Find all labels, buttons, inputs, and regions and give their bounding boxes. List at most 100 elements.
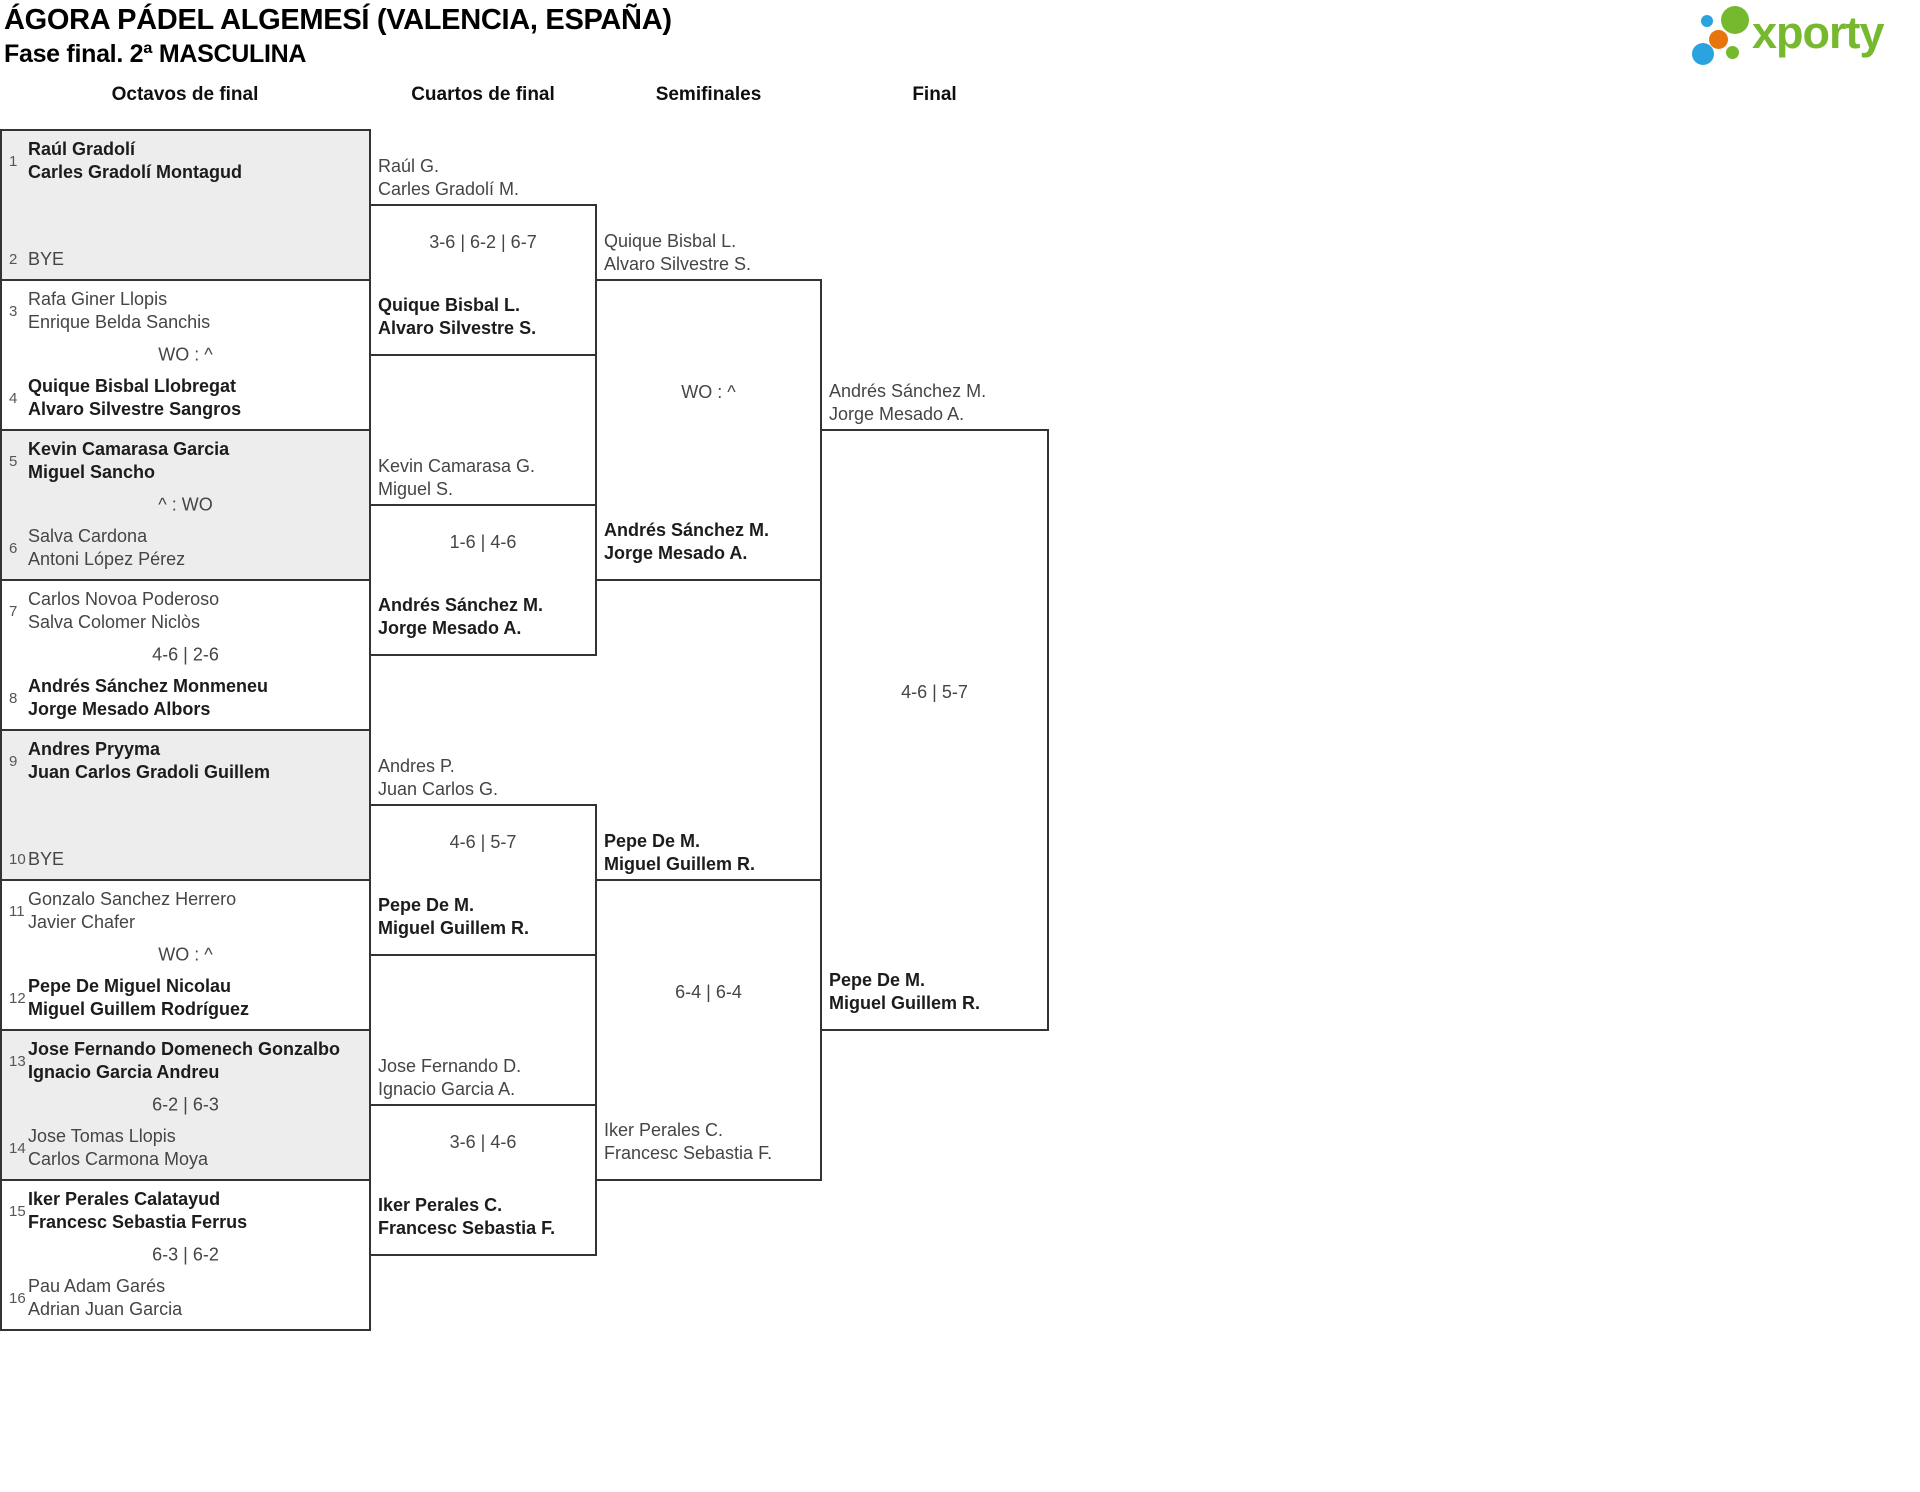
team-name-line: Miguel Guillem R. bbox=[604, 854, 756, 874]
team-name-line: Juan Carlos Gradoli Guillem bbox=[28, 762, 271, 782]
round-header-final: Final bbox=[912, 84, 957, 105]
team-name-line: Andrés Sánchez M. bbox=[604, 520, 770, 540]
team-name-line: Rafa Giner Llopis bbox=[28, 289, 168, 309]
match-cuartos-2: Kevin Camarasa G. Miguel S. Andrés Sánchez… bbox=[369, 456, 597, 656]
match-semifinales-2: Pepe De M.Miguel Guillem R.Iker Perales … bbox=[595, 831, 822, 1181]
seed-number: 9 bbox=[9, 752, 18, 770]
team-name-line: Pepe De M. bbox=[378, 895, 475, 915]
team-name-line: Miguel S. bbox=[378, 479, 454, 499]
seed-number: 13 bbox=[9, 1052, 26, 1070]
team-name-line: Carlos Carmona Moya bbox=[28, 1149, 209, 1169]
match-score: ^ : WO bbox=[158, 494, 213, 515]
team-name-line: Jorge Mesado A. bbox=[378, 618, 522, 638]
team-name-line: Alvaro Silvestre Sangros bbox=[28, 399, 242, 419]
team-name-line: Andres P. bbox=[378, 756, 455, 776]
seed-number: 8 bbox=[9, 689, 18, 707]
match-score: WO : ^ bbox=[158, 344, 213, 365]
team-name-line: Carles Gradolí Montagud bbox=[28, 162, 243, 182]
logo-dot-icon bbox=[1692, 43, 1714, 65]
seed-number: 3 bbox=[9, 302, 18, 320]
team-entry: Pepe De M.Miguel Guillem R. bbox=[829, 969, 980, 1015]
team-name-line: Andres Pryyma bbox=[28, 739, 161, 759]
seed-number: 4 bbox=[9, 389, 18, 407]
seed-number: 5 bbox=[9, 452, 18, 470]
match-cuartos-4: Jose Fernando D.Ignacio Garcia A. Iker Pe… bbox=[369, 1056, 597, 1256]
team-entry: Jose Fernando D.Ignacio Garcia A. bbox=[378, 1055, 521, 1101]
team-name-line: Iker Perales C. bbox=[378, 1195, 503, 1215]
match-final-1: Andrés Sánchez M.Jorge Mesado A.Pepe De … bbox=[820, 381, 1049, 1031]
seed-number: 11 bbox=[9, 902, 25, 920]
page-subtitle: Fase final. 2ª MASCULINA bbox=[4, 40, 307, 68]
team-entry: Iker Perales C.Francesc Sebastia F. bbox=[378, 1194, 555, 1240]
match-score: 6-4 | 6-4 bbox=[675, 982, 742, 1002]
team-name-line: Raúl G. bbox=[378, 156, 440, 176]
team-name-line: Kevin Camarasa Garcia bbox=[28, 439, 230, 459]
team-name-line: Javier Chafer bbox=[28, 912, 136, 932]
team-name-line: Antoni López Pérez bbox=[28, 549, 186, 569]
team-name-line: Andrés Sánchez M. bbox=[829, 381, 987, 401]
seed-number: 2 bbox=[9, 251, 18, 268]
team-name-line: Andrés Sánchez M. bbox=[378, 595, 544, 615]
team-entry: Pepe De M. Miguel Guillem R. bbox=[604, 830, 755, 876]
team-name-line: BYE bbox=[28, 849, 65, 869]
team-entry: Raúl G. Carles Gradolí M. bbox=[378, 155, 519, 201]
team-name-line: Jorge Mesado A. bbox=[604, 543, 748, 563]
page-title: ÁGORA PÁDEL ALGEMESÍ (VALENCIA, ESPAÑA) bbox=[4, 4, 672, 36]
seed-number: 1 bbox=[9, 152, 18, 170]
logo-text: xporty bbox=[1752, 7, 1885, 58]
team-name-line: Quique Bisbal L. bbox=[378, 295, 521, 315]
team-name-line: BYE bbox=[28, 249, 65, 269]
xporty-logo[interactable]: xporty bbox=[1690, 6, 1918, 70]
team-entry: Andres P. Juan Carlos G. bbox=[378, 755, 498, 801]
team-name-line: Adrian Juan Garcia bbox=[28, 1299, 183, 1319]
team-name-line: Pepe De M. bbox=[604, 831, 701, 851]
team-name-line: Miguel Sancho bbox=[28, 462, 156, 482]
seed-number: 6 bbox=[9, 539, 18, 557]
match-score: 6-3 | 6-2 bbox=[152, 1244, 219, 1265]
match-score: WO : ^ bbox=[681, 382, 736, 402]
team-name-line: Ignacio Garcia Andreu bbox=[28, 1062, 220, 1082]
team-name-line: Quique Bisbal Llobregat bbox=[28, 376, 237, 396]
team-entry: 2 BYE bbox=[9, 248, 365, 271]
team-name-line: Juan Carlos G. bbox=[378, 779, 499, 799]
team-name-line: Carles Gradolí M. bbox=[378, 179, 520, 199]
logo-dot-icon bbox=[1701, 15, 1713, 27]
team-name-line: Ignacio Garcia A. bbox=[378, 1079, 516, 1099]
team-entry: Quique Bisbal L.Alvaro Silvestre S. bbox=[378, 294, 536, 340]
match-score: WO : ^ bbox=[158, 944, 213, 965]
team-name-line: Kevin Camarasa G. bbox=[378, 456, 536, 476]
team-name-line: Francesc Sebastia Ferrus bbox=[28, 1212, 248, 1232]
logo-dot-icon bbox=[1721, 6, 1749, 34]
team-name-line: Quique Bisbal L. bbox=[604, 231, 737, 251]
match-score: 4-6 | 5-7 bbox=[901, 682, 968, 702]
team-name-line: Pepe De Miguel Nicolau bbox=[28, 976, 232, 996]
match-score: 3-6 | 6-2 | 6-7 bbox=[429, 232, 537, 252]
match-cuartos-3: Andres P.Juan Carlos G.Pepe De M.Miguel … bbox=[369, 756, 597, 956]
team-name-line: Carlos Novoa Poderoso bbox=[28, 589, 220, 609]
seed-number: 16 bbox=[9, 1289, 26, 1307]
team-name-line: Salva Cardona bbox=[28, 526, 148, 546]
logo-dot-icon bbox=[1726, 46, 1739, 59]
team-entry: Kevin Camarasa G. Miguel S. bbox=[378, 455, 535, 501]
round-header-cuartos: Cuartos de final bbox=[411, 84, 555, 105]
